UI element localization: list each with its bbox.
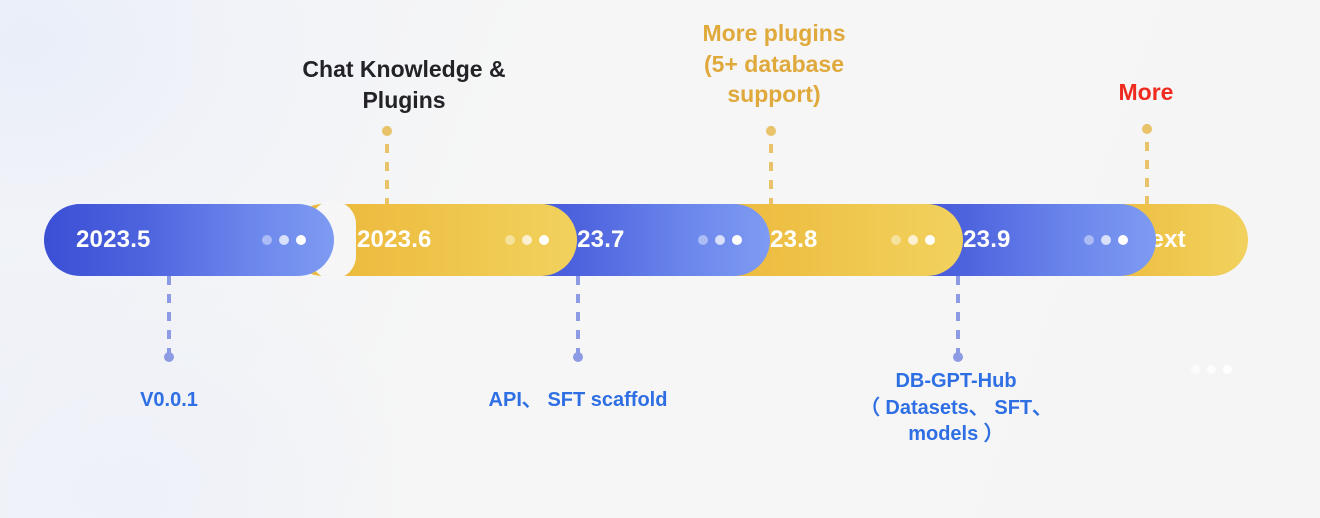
timeline-bar: 2023.5 2023.6 2023.7 2023.8 bbox=[44, 201, 1248, 279]
connector-below-db-gpt-hub bbox=[953, 276, 963, 362]
connector-line bbox=[385, 126, 389, 206]
timeline-segment-label: 2023.6 bbox=[357, 226, 432, 253]
ellipsis-icon bbox=[262, 235, 306, 245]
connector-above-chat-knowledge-plugins bbox=[382, 126, 392, 206]
ellipsis-icon bbox=[1084, 235, 1128, 245]
connector-dot bbox=[164, 352, 174, 362]
connector-dot bbox=[573, 352, 583, 362]
connector-below-api-sft-scaffold bbox=[573, 276, 583, 362]
callout-above-more: More bbox=[1118, 79, 1174, 105]
decorative-dots bbox=[1191, 365, 1232, 374]
ellipsis-icon bbox=[891, 235, 935, 245]
callout-below-api-sft-scaffold: API、 SFT scaffold bbox=[488, 389, 668, 411]
callout-above-more-plugins: More plugins (5+ database support) bbox=[702, 20, 846, 108]
connector-above-more bbox=[1142, 124, 1152, 206]
timeline-segment-label: 2023.5 bbox=[76, 226, 151, 253]
connector-line bbox=[576, 276, 580, 362]
connector-dot bbox=[382, 126, 392, 136]
connector-dot bbox=[766, 126, 776, 136]
connector-dot bbox=[1142, 124, 1152, 134]
connector-line bbox=[956, 276, 960, 362]
ellipsis-icon bbox=[505, 235, 549, 245]
connector-line bbox=[769, 126, 773, 206]
callout-below-v001: V0.0.1 bbox=[140, 389, 198, 411]
callout-below-db-gpt-hub: DB-GPT-Hub （ Datasets、 SFT、 models ） bbox=[859, 370, 1053, 446]
ellipsis-icon bbox=[698, 235, 742, 245]
connector-dot bbox=[953, 352, 963, 362]
connector-line bbox=[167, 276, 171, 362]
timeline-segment-2023-5[interactable]: 2023.5 bbox=[44, 204, 334, 276]
connector-line bbox=[1145, 124, 1149, 206]
connector-above-more-plugins bbox=[766, 126, 776, 206]
callout-above-chat-knowledge-plugins: Chat Knowledge & Plugins bbox=[302, 56, 506, 113]
connector-below-v001 bbox=[164, 276, 174, 362]
